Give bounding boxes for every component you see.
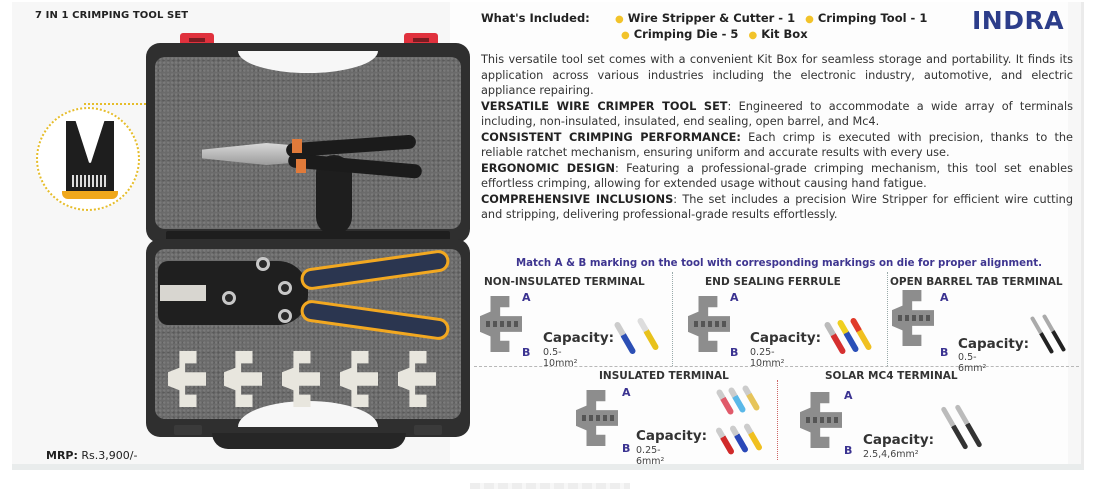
die-label-b: B <box>844 444 853 457</box>
bolt-icon <box>256 257 270 271</box>
die-label-a: A <box>622 386 631 399</box>
included-item: Kit Box <box>761 27 808 41</box>
handle-ring-top <box>292 139 302 153</box>
bolt-icon <box>222 291 236 305</box>
included-label: What's Included: <box>481 11 590 25</box>
set-title: 7 IN 1 CRIMPING TOOL SET <box>35 10 189 21</box>
capacity-label: Capacity: <box>863 432 935 448</box>
divider <box>777 380 778 460</box>
crimping-die-3 <box>282 351 320 407</box>
case-carry-handle <box>212 433 406 449</box>
die-label-a: A <box>940 291 949 304</box>
crimping-die-2 <box>224 351 262 407</box>
die-title: OPEN BARREL TAB TERMINAL <box>890 276 1063 288</box>
wire-stripper-image <box>196 115 426 235</box>
included-item: Crimping Tool - 1 <box>817 11 928 25</box>
lid-handle-cutout <box>238 51 378 73</box>
feature-text: Each crimp is executed with precision, t… <box>481 130 1073 160</box>
feature-text: : The set includes a precision Wire Stri… <box>481 192 1073 222</box>
feature-heading: VERSATILE WIRE CRIMPER TOOL SET <box>481 99 728 113</box>
stripper-jaw <box>202 143 294 165</box>
die-title: INSULATED TERMINAL <box>599 370 729 382</box>
bullet-icon: ● <box>748 30 758 41</box>
feature-heading: COMPREHENSIVE INCLUSIONS <box>481 192 674 206</box>
crimping-tool-image <box>154 248 454 342</box>
brand-logo: INDRA <box>972 6 1065 35</box>
capacity-value: 0.5-10mm² <box>543 347 578 369</box>
mrp-label: MRP: <box>46 449 78 462</box>
feature-consistent: CONSISTENT CRIMPING PERFORMANCE: Each cr… <box>481 130 1073 161</box>
handle-ring-bottom <box>296 159 306 173</box>
crimper-handle-top <box>299 248 451 292</box>
die-label-a: A <box>522 291 531 304</box>
capacity-value: 0.25-10mm² <box>750 347 785 369</box>
mrp-value: Rs.3,900/- <box>81 449 138 462</box>
divider <box>887 272 888 366</box>
kit-box-image <box>146 33 470 451</box>
feature-comprehensive: COMPREHENSIVE INCLUSIONS: The set includ… <box>481 192 1073 223</box>
included-item: Crimping Die - 5 <box>633 27 739 41</box>
capacity-label: Capacity: <box>750 330 822 346</box>
case-hinge <box>166 231 450 241</box>
capacity-value: 2.5,4,6mm² <box>863 449 919 460</box>
die-title: SOLAR MC4 TERMINAL <box>825 370 958 382</box>
divider <box>672 272 673 366</box>
stripper-handle-bottom <box>287 153 423 179</box>
alignment-note: Match A & B marking on the tool with cor… <box>515 258 1043 269</box>
feature-text: : Engineered to accommodate a wide array… <box>481 99 1073 129</box>
crimper-die-insert <box>160 285 206 301</box>
whats-included: What's Included: ●Wire Stripper & Cutter… <box>481 11 927 43</box>
bottom-edge-artifact <box>470 483 630 489</box>
crimper-handle-bottom <box>299 298 451 342</box>
die-title: END SEALING FERRULE <box>705 276 841 288</box>
bottom-latch-right <box>414 425 442 435</box>
die-title: NON-INSULATED TERMINAL <box>484 276 645 288</box>
feature-versatile: VERSATILE WIRE CRIMPER TOOL SET: Enginee… <box>481 99 1073 130</box>
jaw-base <box>62 191 118 199</box>
feature-heading: CONSISTENT CRIMPING PERFORMANCE: <box>481 130 741 144</box>
bottom-latch-left <box>174 425 202 435</box>
spring-icon <box>72 175 108 187</box>
bolt-icon <box>278 309 292 323</box>
divider <box>474 366 1079 367</box>
product-description: This versatile tool set comes with a con… <box>481 52 1073 223</box>
die-label-b: B <box>730 346 739 359</box>
bullet-icon: ● <box>805 14 814 25</box>
included-item: Wire Stripper & Cutter - 1 <box>627 11 796 25</box>
capacity-label: Capacity: <box>543 330 615 346</box>
capacity-label: Capacity: <box>636 428 708 444</box>
case-lid <box>146 43 470 243</box>
capacity-label: Capacity: <box>958 336 1030 352</box>
case-dies-row <box>168 351 458 409</box>
bolt-icon <box>278 281 292 295</box>
feature-heading: ERGONOMIC DESIGN <box>481 161 615 175</box>
feature-ergonomic: ERGONOMIC DESIGN: Featuring a profession… <box>481 161 1073 192</box>
intro-text: This versatile tool set comes with a con… <box>481 53 1073 97</box>
capacity-value: 0.5-6mm² <box>958 352 987 374</box>
die-label-a: A <box>844 389 853 402</box>
crimping-die-1 <box>168 351 206 407</box>
die-label-a: A <box>730 291 739 304</box>
capacity-value: 0.25-6mm² <box>636 445 665 467</box>
stripper-jaw-zoom-image <box>36 107 140 211</box>
crimping-die-5 <box>398 351 436 407</box>
die-label-b: B <box>522 346 531 359</box>
mrp-price: MRP: Rs.3,900/- <box>46 449 137 462</box>
die-label-b: B <box>940 346 949 359</box>
bullet-icon: ● <box>615 14 624 25</box>
crimping-die-4 <box>340 351 378 407</box>
feature-text: : Featuring a professional-grade crimpin… <box>481 161 1073 191</box>
die-label-b: B <box>622 442 631 455</box>
details-panel <box>450 2 1068 464</box>
bullet-icon: ● <box>621 30 630 41</box>
